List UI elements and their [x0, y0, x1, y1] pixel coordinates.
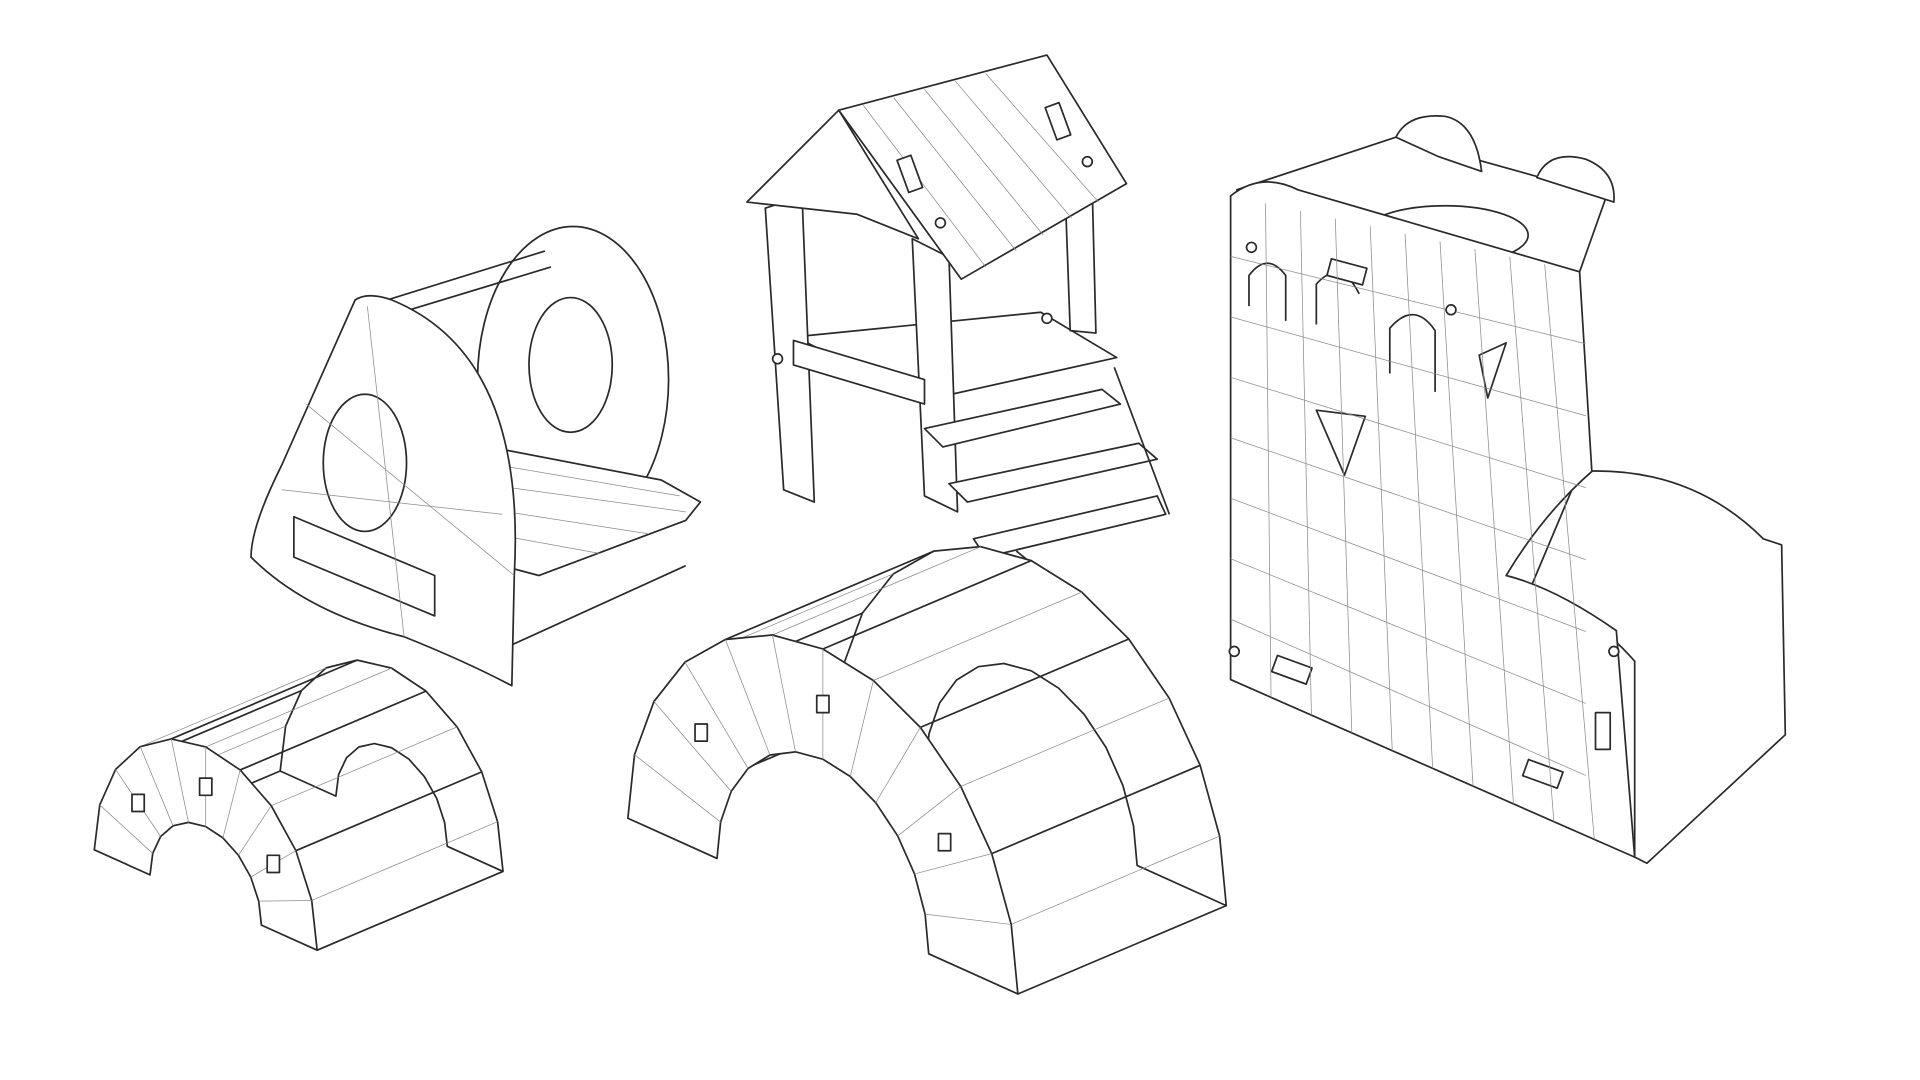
mesh-line — [1230, 497, 1586, 632]
large-bridge-front-face — [627, 634, 1019, 995]
bridge-window — [694, 723, 709, 742]
bridge-window — [131, 793, 146, 813]
mesh-line — [1509, 256, 1555, 822]
roof-slats — [862, 73, 1099, 268]
plank-edge — [822, 559, 1032, 650]
mesh-line — [925, 913, 1012, 925]
stair-step-1 — [923, 388, 1122, 448]
castle-slot — [1594, 711, 1612, 751]
swing-model — [250, 225, 702, 687]
plank-edge — [920, 638, 1130, 729]
stair-step-3 — [972, 495, 1167, 558]
mesh-line — [139, 746, 174, 826]
plank-edge — [140, 667, 327, 747]
mesh-line — [99, 804, 153, 854]
screw-icon — [1245, 241, 1258, 254]
playhouse-model — [746, 54, 1171, 577]
screw-icon — [1041, 312, 1053, 325]
mesh-line — [1230, 316, 1586, 417]
bridge-window — [266, 854, 281, 874]
screw-icon — [771, 353, 784, 365]
screw-icon — [1081, 155, 1094, 168]
bridge-window — [815, 694, 830, 714]
castle-battlement — [1395, 114, 1483, 173]
swing-nameplate — [293, 515, 436, 617]
mesh-line — [725, 639, 771, 756]
plank-edge — [271, 726, 458, 807]
screw-icon — [1608, 645, 1620, 658]
playhouse-center-post — [911, 237, 959, 513]
bridges — [93, 545, 1228, 995]
mesh-line — [258, 900, 312, 902]
mesh-line — [684, 661, 749, 769]
mesh-line — [914, 853, 992, 875]
roof-slot — [1044, 101, 1072, 141]
castle-arch-window — [1248, 262, 1287, 321]
mesh-line — [238, 805, 272, 856]
roof-slot — [896, 154, 924, 194]
swing-top-rail — [367, 250, 546, 307]
mesh-line — [653, 701, 732, 792]
plank-edge — [316, 870, 504, 951]
small-bridge-back-face — [279, 659, 504, 873]
small-bridge — [93, 659, 504, 952]
screw-icon — [1445, 304, 1457, 316]
mesh-line — [1439, 241, 1474, 787]
bridge-window — [198, 777, 213, 797]
mesh-line — [634, 754, 721, 823]
plank-edge — [205, 667, 392, 748]
mesh-line — [170, 738, 189, 823]
playhouse-roof-gable — [746, 109, 920, 240]
plank-edge — [1017, 904, 1227, 995]
mesh-line — [849, 680, 874, 777]
mesh-line — [772, 634, 796, 752]
bridge-window — [937, 832, 952, 852]
castle-triangle-cutout — [1315, 409, 1367, 476]
castle-mesh — [1230, 203, 1595, 840]
castle-slot — [1270, 654, 1313, 685]
plank-edge — [239, 690, 427, 771]
castle-slot — [1521, 758, 1564, 790]
plank-edge — [1011, 835, 1220, 925]
castle-battlement — [1535, 155, 1615, 203]
plank-edge — [311, 821, 498, 901]
castle-model — [1228, 114, 1787, 865]
mesh-line — [1230, 256, 1586, 345]
swing-front-hole — [322, 393, 408, 533]
plank-edge — [873, 591, 1082, 681]
plank-edge — [991, 764, 1201, 855]
plank-edge — [295, 771, 483, 852]
mesh-line — [1300, 211, 1312, 716]
mesh-line — [1230, 618, 1586, 776]
small-bridge-front-face — [93, 738, 318, 952]
mesh-line — [1544, 264, 1595, 840]
swing-back-hole — [528, 296, 614, 434]
mesh-line — [897, 786, 961, 837]
plank-edge — [725, 550, 935, 641]
castle-arch-window — [1388, 313, 1436, 392]
mesh-line — [1334, 218, 1353, 733]
mesh-line — [875, 727, 921, 803]
playhouse-bench — [792, 339, 926, 405]
large-bridge-back-face — [835, 545, 1228, 907]
mesh-line — [222, 769, 241, 838]
mesh-line — [1230, 376, 1586, 489]
stair-step-2 — [948, 442, 1158, 503]
mesh-line — [1230, 437, 1586, 560]
screw-icon — [1228, 645, 1241, 658]
mesh-line — [1474, 249, 1514, 804]
mesh-line — [1369, 226, 1393, 751]
mesh-line — [1230, 558, 1586, 704]
plank-edge — [772, 546, 981, 636]
large-bridge — [627, 545, 1228, 995]
mesh-line — [1404, 233, 1434, 769]
plank-edge — [170, 659, 358, 740]
swing-bottom-rail — [507, 564, 687, 648]
screw-icon — [934, 217, 947, 229]
plank-edge — [960, 697, 1170, 787]
